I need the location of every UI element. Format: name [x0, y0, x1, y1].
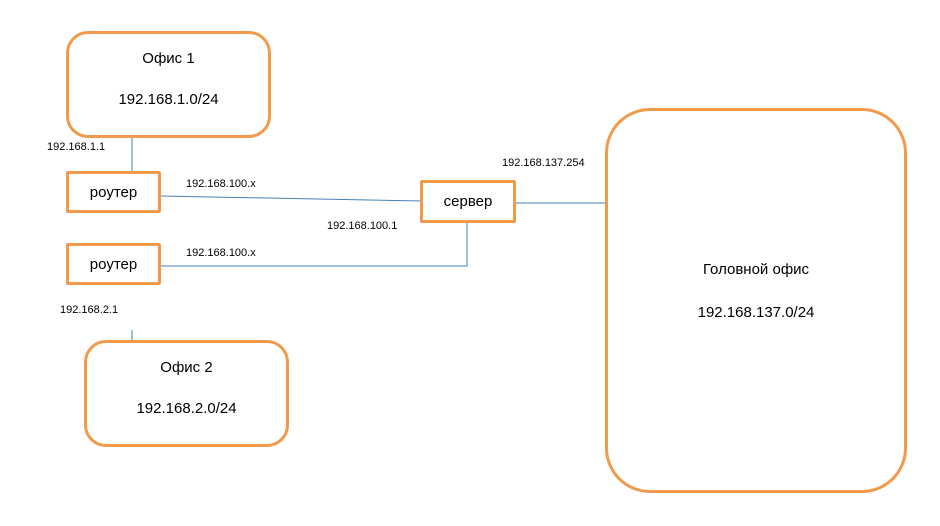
router-1-lan-ip: 192.168.1.1	[47, 141, 106, 153]
router-1-node: роутер	[66, 171, 161, 213]
office-1-subnet: 192.168.1.0/24	[118, 91, 219, 108]
office-2-node: Офис 2 192.168.2.0/24	[84, 340, 289, 447]
office-2-title: Офис 2	[160, 359, 213, 376]
router-1-wan-ip: 192.168.100.x	[186, 178, 256, 190]
router-2-node: роутер	[66, 243, 161, 285]
server-node: сервер	[420, 180, 516, 223]
router-2-label: роутер	[89, 255, 138, 273]
link-router1-server	[159, 195, 423, 202]
office-1-node: Офис 1 192.168.1.0/24	[66, 31, 271, 138]
link-router2-server	[160, 223, 468, 267]
server-lan-ip: 192.168.137.254	[502, 157, 585, 169]
server-vpn-ip: 192.168.100.1	[327, 220, 398, 232]
office-1-title: Офис 1	[142, 50, 195, 67]
server-label: сервер	[443, 193, 493, 210]
head-office-title: Головной офис	[702, 261, 810, 278]
router-2-lan-ip: 192.168.2.1	[60, 304, 119, 316]
head-office-subnet: 192.168.137.0/24	[697, 304, 815, 321]
office-2-subnet: 192.168.2.0/24	[136, 400, 237, 417]
head-office-node: Головной офис 192.168.137.0/24	[605, 108, 907, 493]
router-1-label: роутер	[89, 183, 138, 201]
router-2-wan-ip: 192.168.100.x	[186, 247, 256, 259]
